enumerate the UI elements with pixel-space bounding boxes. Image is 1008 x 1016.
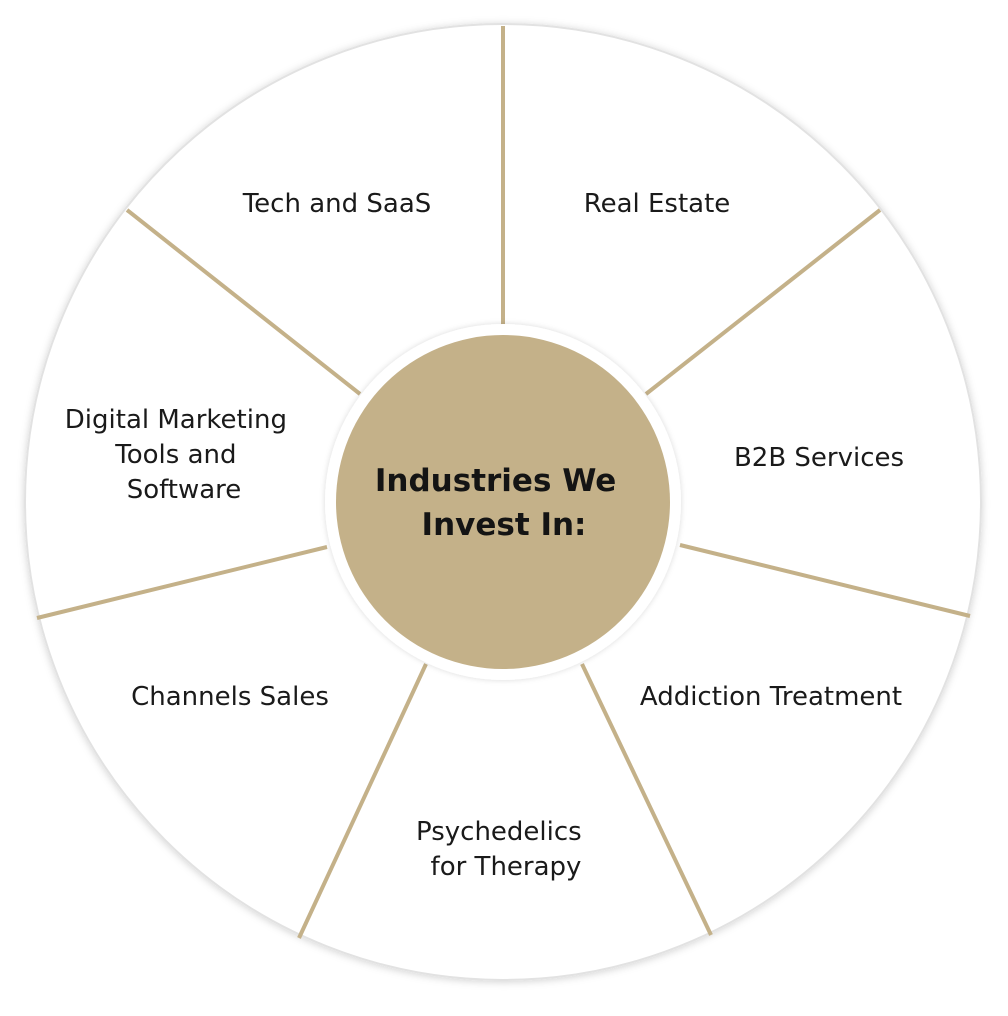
- divider-lines: [36, 26, 971, 939]
- segment-label-real-estate: Real Estate: [584, 189, 731, 219]
- divider-line: [679, 543, 971, 618]
- divider-line: [580, 663, 713, 936]
- segment-label-addiction: Addiction Treatment: [640, 682, 902, 712]
- center-title-line: Invest In:: [422, 507, 587, 543]
- segment-label-tech: Tech and SaaS: [242, 189, 432, 219]
- segment-label-line: Addiction Treatment: [640, 682, 902, 712]
- segment-label-line: Psychedelics: [416, 817, 582, 847]
- segment-label-line: for Therapy: [431, 852, 582, 882]
- segment-label-line: Digital Marketing: [65, 405, 287, 435]
- segment-label-line: Real Estate: [584, 189, 731, 219]
- divider-line: [297, 663, 428, 939]
- segment-label-digital-marketing: Digital Marketing Tools and Software: [65, 405, 295, 505]
- divider-line: [125, 208, 362, 396]
- segment-label-line: Channels Sales: [131, 682, 329, 712]
- segment-label-channels: Channels Sales: [131, 682, 329, 712]
- center-title-line: Industries We: [375, 463, 616, 499]
- center-title: Industries We Invest In:: [375, 463, 627, 543]
- segment-label-line: Software: [127, 475, 242, 505]
- segment-label-line: Tools and: [114, 440, 236, 470]
- divider-line: [644, 208, 882, 396]
- center-hub: [336, 335, 670, 669]
- segment-label-b2b: B2B Services: [734, 443, 904, 473]
- divider-line: [36, 545, 328, 620]
- segment-label-line: Tech and SaaS: [242, 189, 432, 219]
- segment-label-line: B2B Services: [734, 443, 904, 473]
- segment-label-psychedelics: Psychedelics for Therapy: [416, 817, 590, 882]
